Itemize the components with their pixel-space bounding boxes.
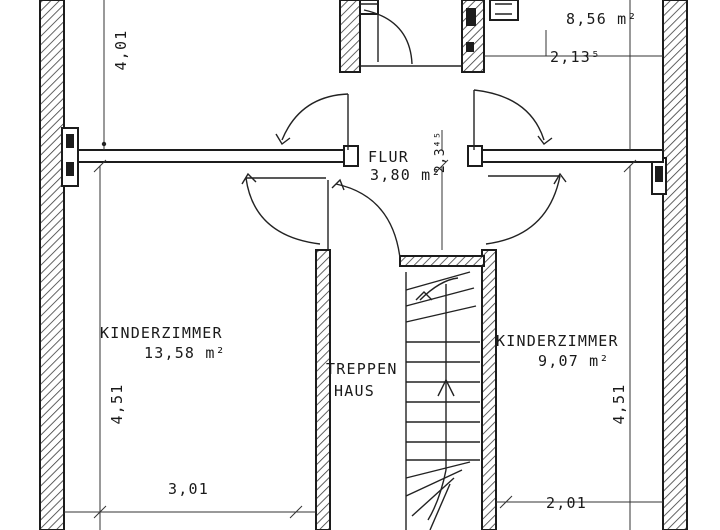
label-top-right-area: 8,56 m² bbox=[566, 10, 638, 28]
door-kinderzimmer-left bbox=[241, 172, 326, 245]
wall-top-left-stub bbox=[339, 0, 361, 73]
label-top-right-width: 2,13⁵ bbox=[550, 48, 601, 66]
stair-treads bbox=[405, 271, 480, 530]
dim-line-kz-right-horizontal bbox=[496, 495, 663, 509]
label-kz-left-width: 3,01 bbox=[168, 480, 209, 498]
label-treppenhaus-line1: TREPPEN bbox=[326, 360, 398, 378]
label-kz-left-area: 13,58 m² bbox=[144, 344, 226, 362]
dim-line-flur bbox=[435, 130, 449, 250]
label-kz-right-height: 4,51 bbox=[610, 384, 628, 425]
wall-stair-top bbox=[399, 255, 485, 267]
label-treppenhaus-line2: HAUS bbox=[334, 382, 375, 400]
door-flur-right bbox=[473, 89, 553, 150]
label-flur-area: 3,80 m² bbox=[370, 166, 442, 184]
label-kz-right-name: KINDERZIMMER bbox=[496, 332, 619, 350]
wall-flur-right bbox=[467, 145, 664, 167]
door-top bbox=[360, 3, 413, 65]
label-kz-left-name: KINDERZIMMER bbox=[100, 324, 223, 342]
outer-wall-right bbox=[662, 0, 688, 530]
label-top-left-height: 4,01 bbox=[112, 30, 130, 71]
door-kinderzimmer-right bbox=[485, 172, 567, 245]
wall-flur-left bbox=[77, 145, 359, 167]
stair-walkline bbox=[415, 277, 459, 521]
wall-stair-kinderzimmer-right bbox=[481, 249, 497, 530]
dim-line-top-left bbox=[101, 0, 107, 150]
door-treppenhaus bbox=[327, 178, 401, 259]
wall-top-right-stub bbox=[461, 0, 485, 73]
dim-line-top-right bbox=[484, 0, 663, 150]
label-kz-left-height: 4,51 bbox=[108, 384, 126, 425]
window-right bbox=[651, 157, 667, 195]
dim-line-kz-left-horizontal bbox=[64, 505, 316, 519]
window-left bbox=[61, 127, 79, 187]
wall-kinderzimmer-left-stair bbox=[315, 249, 331, 530]
dim-line-kz-left-vertical bbox=[93, 159, 107, 530]
door-flur-left bbox=[275, 93, 349, 150]
dim-line-kz-right-vertical bbox=[623, 159, 637, 530]
label-kz-right-area: 9,07 m² bbox=[538, 352, 610, 370]
label-flur-width: 2,3⁴⁵ bbox=[433, 131, 448, 173]
label-kz-right-width: 2,01 bbox=[546, 494, 587, 512]
label-flur-name: FLUR bbox=[368, 148, 409, 166]
outer-wall-left bbox=[39, 0, 65, 530]
